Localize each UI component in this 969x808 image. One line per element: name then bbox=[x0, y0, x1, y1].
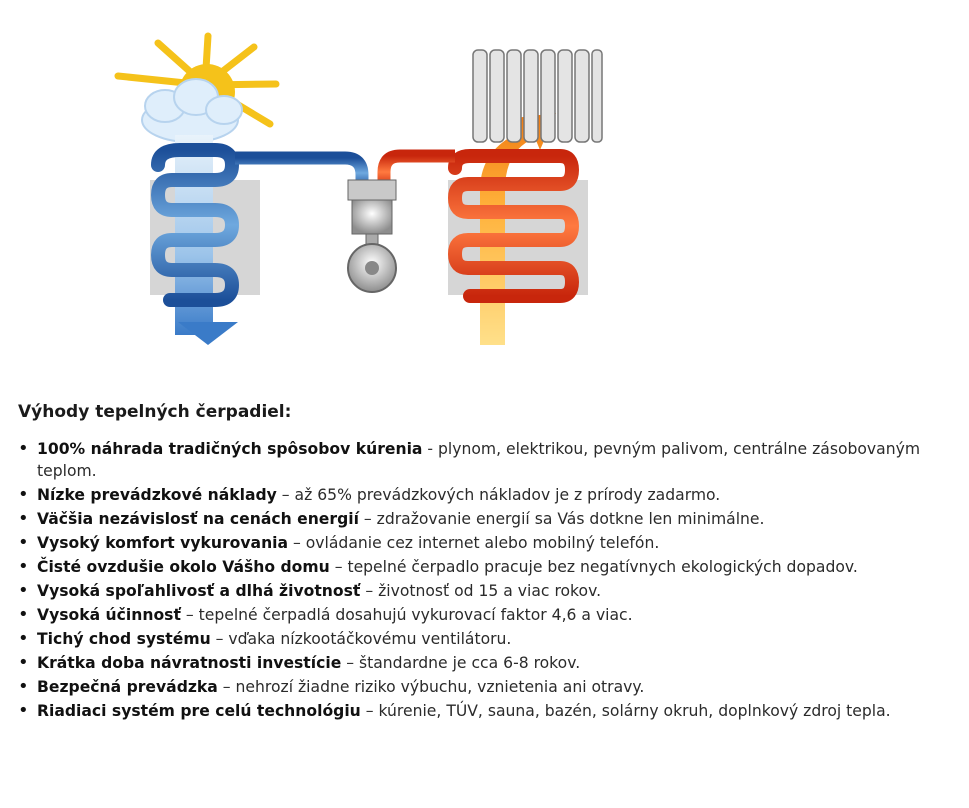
item-text: štandardne je cca 6-8 rokov. bbox=[359, 654, 581, 673]
hot-pipe-top bbox=[377, 149, 455, 188]
evaporator-coil bbox=[150, 135, 240, 345]
item-title: Väčšia nezávislosť na cenách energií bbox=[37, 510, 359, 529]
list-item: Riadiaci systém pre celú technológiu – k… bbox=[18, 700, 958, 723]
item-separator: – bbox=[217, 678, 236, 697]
item-text: ovládanie cez internet alebo mobilný tel… bbox=[305, 534, 660, 553]
item-separator: – bbox=[276, 486, 295, 505]
item-text: zdražovanie energií sa Vás dotkne len mi… bbox=[376, 510, 765, 529]
list-item: Vysoká účinnosť – tepelné čerpadlá dosah… bbox=[18, 604, 958, 627]
item-title: Vysoký komfort vykurovania bbox=[37, 534, 289, 553]
heat-pump-diagram bbox=[114, 32, 603, 345]
item-text: vďaka nízkootáčkovému ventilátoru. bbox=[228, 630, 512, 649]
list-item: Vysoká spoľahlivosť a dlhá životnosť – ž… bbox=[18, 580, 958, 603]
item-separator: – bbox=[180, 606, 199, 625]
item-text: tepelné čerpadlo pracuje bez negatívnych… bbox=[347, 558, 858, 577]
item-separator: – bbox=[288, 534, 306, 553]
item-text: kúrenie, TÚV, sauna, bazén, solárny okru… bbox=[378, 702, 891, 721]
item-title: Nízke prevádzkové náklady bbox=[37, 486, 277, 505]
condenser-coil bbox=[447, 113, 580, 345]
item-title: Krátka doba návratnosti investície bbox=[37, 654, 342, 673]
item-title: Čisté ovzdušie okolo Vášho domu bbox=[37, 558, 330, 577]
item-separator: – bbox=[358, 510, 377, 529]
list-item: Nízke prevádzkové náklady – až 65% prevá… bbox=[18, 484, 958, 507]
compressor-icon bbox=[347, 179, 397, 293]
item-text: životnosť od 15 a viac rokov. bbox=[378, 582, 602, 601]
item-text: až 65% prevádzkových nákladov je z príro… bbox=[294, 486, 721, 505]
benefits-section: Výhody tepelných čerpadiel: 100% náhrada… bbox=[18, 402, 958, 724]
list-item: Tichý chod systému – vďaka nízkootáčkové… bbox=[18, 628, 958, 651]
radiator-icon bbox=[472, 49, 603, 143]
item-separator: – bbox=[329, 558, 348, 577]
item-title: Vysoká účinnosť bbox=[37, 606, 181, 625]
item-separator: – bbox=[341, 654, 359, 673]
item-title: Tichý chod systému bbox=[37, 630, 211, 649]
list-item: Krátka doba návratnosti investície – šta… bbox=[18, 652, 958, 675]
list-item: Vysoký komfort vykurovania – ovládanie c… bbox=[18, 532, 958, 555]
cold-pipe bbox=[235, 151, 369, 188]
cloud-icon bbox=[141, 78, 243, 143]
item-separator: – bbox=[360, 702, 379, 721]
list-item: Čisté ovzdušie okolo Vášho domu – tepeln… bbox=[18, 556, 958, 579]
item-text: plynom, elektrikou, pevným palivom, cent… bbox=[37, 440, 921, 481]
list-item: 100% náhrada tradičných spôsobov kúrenia… bbox=[18, 438, 958, 483]
item-separator: – bbox=[360, 582, 379, 601]
item-text: tepelné čerpadlá dosahujú vykurovací fak… bbox=[198, 606, 633, 625]
list-item: Bezpečná prevádzka – nehrozí žiadne rizi… bbox=[18, 676, 958, 699]
item-title: Vysoká spoľahlivosť a dlhá životnosť bbox=[37, 582, 361, 601]
item-separator: – bbox=[210, 630, 229, 649]
item-title: 100% náhrada tradičných spôsobov kúrenia bbox=[37, 440, 423, 458]
item-title: Bezpečná prevádzka bbox=[37, 678, 218, 697]
benefits-list: 100% náhrada tradičných spôsobov kúrenia… bbox=[18, 438, 958, 723]
list-item: Väčšia nezávislosť na cenách energií – z… bbox=[18, 508, 958, 531]
item-title: Riadiaci systém pre celú technológiu bbox=[37, 702, 361, 721]
benefits-heading: Výhody tepelných čerpadiel: bbox=[18, 402, 292, 422]
item-text: nehrozí žiadne riziko výbuchu, vznieteni… bbox=[235, 678, 645, 697]
item-separator: - bbox=[422, 440, 438, 458]
